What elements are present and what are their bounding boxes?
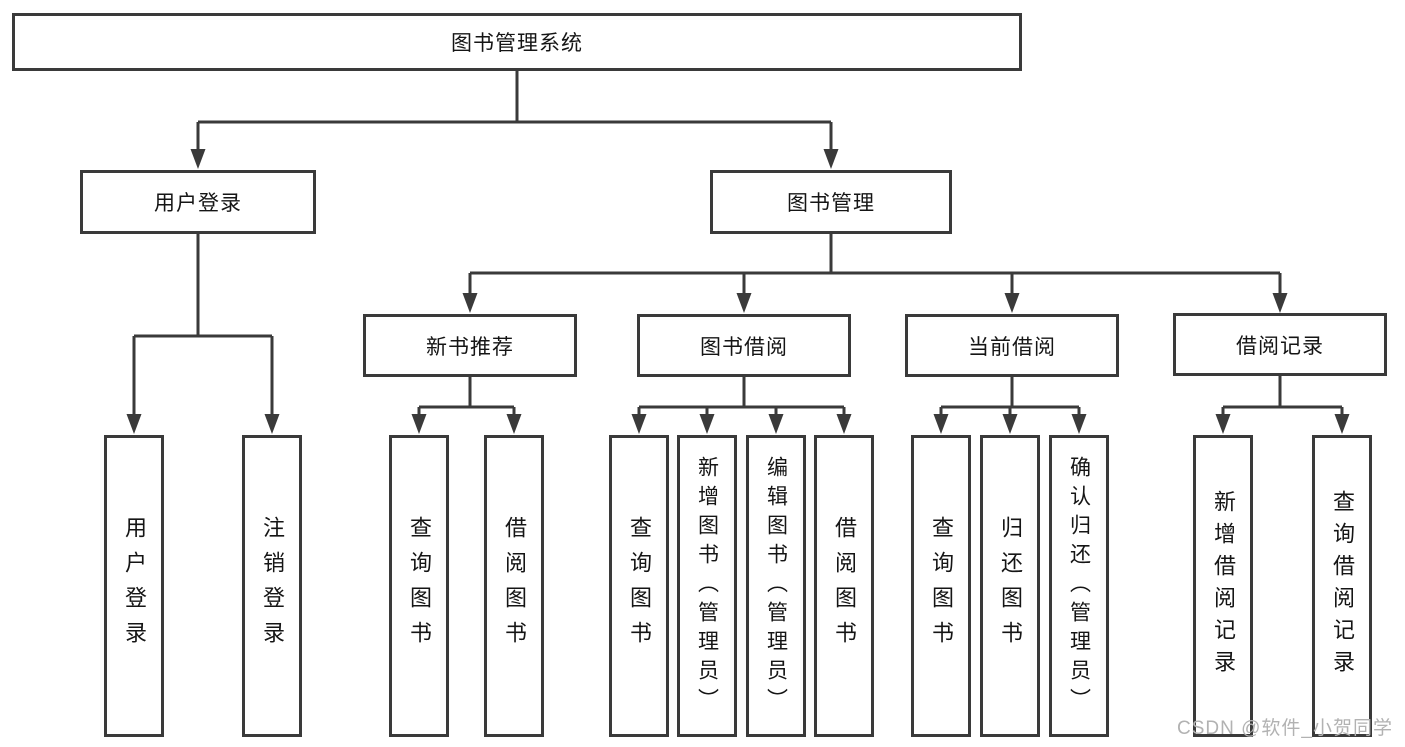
connector-book-borrowing-children (637, 377, 846, 416)
leaf-logout-login-label: 注销登录 (260, 516, 285, 656)
arrowheads (126, 149, 1350, 434)
leaf-query-books-recommend-label: 查询图书 (407, 516, 432, 656)
leaf-borrow-books-recommend: 借阅图书 (484, 435, 544, 737)
node-library-system-label: 图书管理系统 (451, 32, 583, 55)
leaf-add-books-admin: 新增图书（管理员） (677, 435, 737, 737)
leaf-logout-login: 注销登录 (242, 435, 302, 737)
connector-user-login-children (132, 234, 274, 416)
leaf-confirm-return-admin: 确认归还（管理员） (1049, 435, 1109, 737)
connector-current-borrowing-children (939, 377, 1081, 416)
node-borrowing-records: 借阅记录 (1173, 313, 1387, 376)
node-book-management: 图书管理 (710, 170, 952, 234)
leaf-add-borrowing-record-label: 新增借阅记录 (1211, 490, 1236, 682)
leaf-borrow-books-borrowing-label: 借阅图书 (832, 516, 857, 656)
connector-borrowing-records-children (1221, 376, 1344, 416)
connector-new-book-recommend-children (417, 377, 516, 416)
leaf-borrow-books-recommend-label: 借阅图书 (502, 516, 527, 656)
node-borrowing-records-label: 借阅记录 (1236, 334, 1324, 358)
leaf-confirm-return-admin-label: 确认归还（管理员） (1067, 455, 1091, 717)
leaf-borrow-books-borrowing: 借阅图书 (814, 435, 874, 737)
connector-root-to-level2 (196, 71, 833, 151)
leaf-query-borrowing-record-label: 查询借阅记录 (1330, 490, 1355, 682)
leaf-return-books-label: 归还图书 (998, 516, 1023, 656)
leaf-query-books-borrowing-label: 查询图书 (627, 516, 652, 656)
node-new-book-recommend-label: 新书推荐 (426, 335, 514, 359)
leaf-edit-books-admin-label: 编辑图书（管理员） (764, 455, 788, 717)
node-user-login-label: 用户登录 (154, 192, 242, 215)
leaf-user-login-label: 用户登录 (122, 516, 147, 656)
node-book-borrowing: 图书借阅 (637, 314, 851, 377)
leaf-add-borrowing-record: 新增借阅记录 (1193, 435, 1253, 737)
leaf-add-books-admin-label: 新增图书（管理员） (695, 455, 719, 717)
leaf-query-books-borrowing: 查询图书 (609, 435, 669, 737)
node-new-book-recommend: 新书推荐 (363, 314, 577, 377)
node-current-borrowing-label: 当前借阅 (968, 335, 1056, 359)
node-library-system: 图书管理系统 (12, 13, 1022, 71)
leaf-query-books-recommend: 查询图书 (389, 435, 449, 737)
connector-book-management-children (468, 234, 1282, 295)
leaf-user-login: 用户登录 (104, 435, 164, 737)
node-book-management-label: 图书管理 (787, 192, 875, 215)
leaf-query-books-current-label: 查询图书 (929, 516, 954, 656)
node-user-login: 用户登录 (80, 170, 316, 234)
node-book-borrowing-label: 图书借阅 (700, 335, 788, 359)
leaf-edit-books-admin: 编辑图书（管理员） (746, 435, 806, 737)
leaf-query-borrowing-record: 查询借阅记录 (1312, 435, 1372, 737)
node-current-borrowing: 当前借阅 (905, 314, 1119, 377)
leaf-return-books: 归还图书 (980, 435, 1040, 737)
leaf-query-books-current: 查询图书 (911, 435, 971, 737)
